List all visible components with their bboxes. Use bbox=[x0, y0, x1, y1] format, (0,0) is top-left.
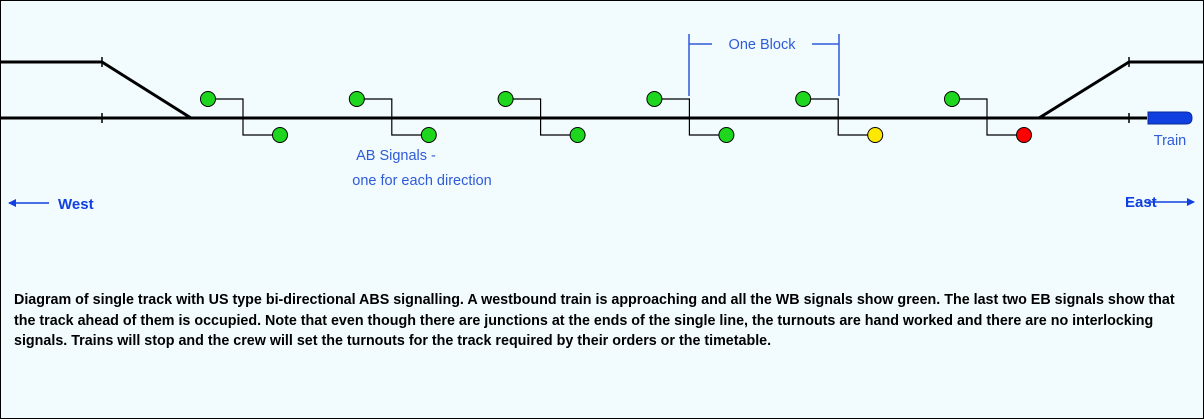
eastbound-signal-green bbox=[718, 127, 735, 143]
block-dimension bbox=[688, 34, 840, 96]
westbound-signal-green bbox=[348, 91, 365, 107]
signal-pair bbox=[795, 91, 884, 143]
signals bbox=[200, 91, 1032, 143]
eastbound-signal-green bbox=[272, 127, 288, 143]
eastbound-signal-red bbox=[1016, 127, 1032, 143]
west-turnout bbox=[101, 60, 192, 120]
track-diagram: One Block AB Signals - one for each dire… bbox=[1, 34, 1203, 213]
eastbound-signal-green bbox=[420, 127, 437, 143]
signal-mast-connector bbox=[952, 98, 1024, 136]
train bbox=[1147, 111, 1193, 125]
caption-text: Diagram of single track with US type bi-… bbox=[14, 292, 1175, 349]
signal-pair bbox=[348, 91, 437, 143]
east-label: East bbox=[1125, 194, 1157, 211]
signal-mast-connector bbox=[654, 98, 727, 136]
signal-pair bbox=[646, 91, 735, 143]
signal-pair bbox=[497, 91, 586, 143]
westbound-signal-green bbox=[944, 91, 960, 107]
signal-pair bbox=[200, 91, 288, 143]
signal-mast-connector bbox=[803, 98, 876, 136]
westbound-signal-green bbox=[795, 91, 812, 107]
eastbound-signal-yellow bbox=[867, 127, 884, 143]
signals-label-line1: AB Signals - bbox=[356, 148, 436, 164]
signal-mast-connector bbox=[505, 98, 578, 136]
signal-pair bbox=[944, 91, 1032, 143]
train-icon bbox=[1147, 111, 1193, 125]
signal-mast-connector bbox=[208, 98, 280, 136]
westbound-signal-green bbox=[200, 91, 216, 107]
westbound-signal-green bbox=[646, 91, 663, 107]
signals-label-line2: one for each direction bbox=[352, 173, 491, 189]
westbound-signal-green bbox=[497, 91, 514, 107]
eastbound-signal-green bbox=[569, 127, 586, 143]
track bbox=[1, 60, 1203, 120]
signal-mast-connector bbox=[356, 98, 429, 136]
west-label: West bbox=[58, 196, 94, 213]
east-turnout bbox=[1038, 60, 1130, 120]
block-label: One Block bbox=[729, 37, 797, 53]
train-label: Train bbox=[1154, 133, 1187, 149]
track-ticks bbox=[101, 57, 1130, 123]
